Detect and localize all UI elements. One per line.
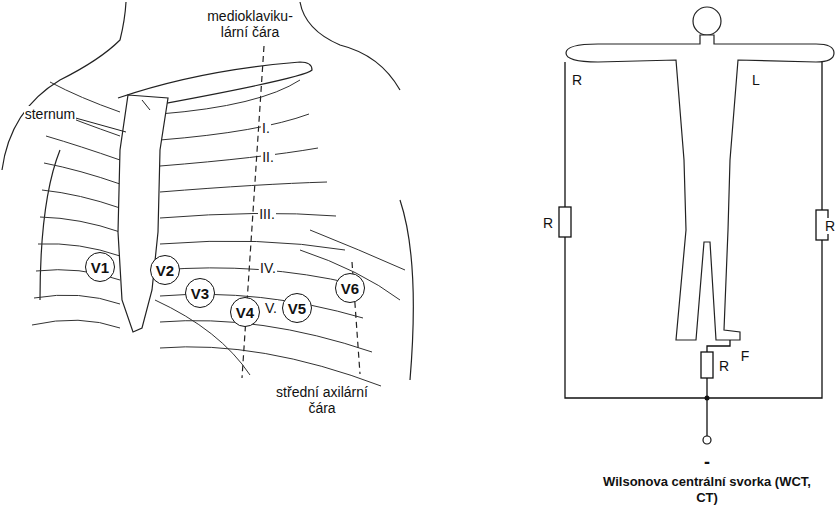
rib-number: II.	[261, 149, 275, 165]
chest-outline	[2, 2, 413, 380]
caption-text: Wilsonova centrální svorka (WCT, CT)	[591, 474, 823, 506]
rib-number: V.	[264, 300, 278, 316]
electrode-label: V3	[191, 285, 209, 302]
rib-number: III.	[258, 206, 276, 222]
resistor-label: R	[542, 215, 554, 231]
ribs	[32, 80, 405, 386]
electrode-label: V5	[288, 300, 306, 317]
line-name: střední axilární čára	[261, 384, 383, 416]
rib-number: I.	[261, 120, 271, 136]
part-name: sternum	[24, 106, 77, 122]
leader-line	[72, 117, 126, 132]
electrode-circle: V2	[150, 255, 180, 285]
electrode-circle: V1	[85, 252, 115, 282]
resistor-label: R	[718, 358, 730, 374]
resistor-symbol	[559, 207, 571, 237]
line-name: medioklaviku- lární čára	[199, 8, 301, 40]
electrode-label: V4	[236, 304, 254, 321]
electrode-circle: V6	[335, 273, 365, 303]
electrode-circle: V5	[282, 293, 312, 323]
sternum-notch	[142, 100, 150, 110]
resistor-label: R	[824, 218, 836, 234]
electrode-circle: V3	[185, 278, 215, 308]
terminal-sign: -	[703, 454, 711, 470]
body-figure	[566, 35, 834, 340]
sternum-shape	[118, 95, 168, 332]
junction-dot	[705, 396, 710, 401]
electrode-label: V2	[156, 262, 174, 279]
rib-number: IV.	[259, 260, 277, 276]
head	[693, 7, 721, 35]
electrode-label: V6	[341, 280, 359, 297]
wires	[565, 62, 822, 436]
terminal	[703, 436, 711, 444]
electrode-name: F	[740, 348, 751, 364]
resistor-symbol	[701, 352, 713, 378]
electrode-name: L	[751, 72, 761, 88]
electrode-name: R	[571, 72, 583, 88]
electrode-label: V1	[91, 259, 109, 276]
electrode-circle: V4	[230, 297, 260, 327]
